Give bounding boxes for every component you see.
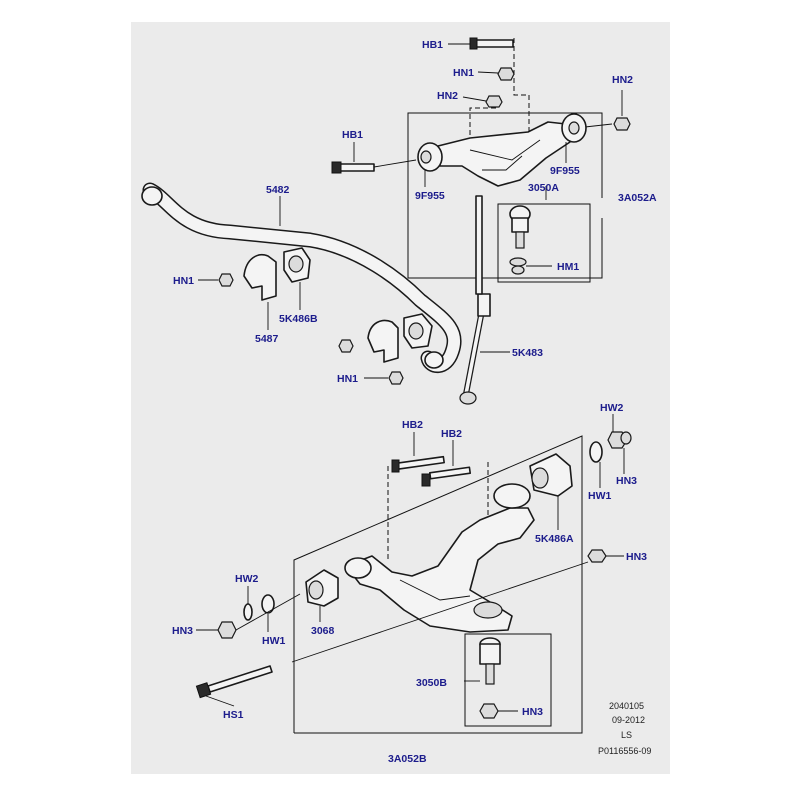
label-5487: 5487 — [255, 333, 279, 345]
stabilizer-clamp-right — [367, 319, 399, 363]
label-3068: 3068 — [311, 625, 335, 637]
upper-bushing-right — [561, 113, 587, 143]
label-hn3-left: HN3 — [172, 625, 193, 637]
hn2-right-nut — [613, 117, 631, 131]
label-9f955-left: 9F955 — [415, 190, 445, 202]
label-hw2-left: HW2 — [235, 573, 258, 585]
hn2-dashed-path — [469, 107, 496, 140]
hn3-left-nut — [217, 621, 237, 639]
hw2-right-washer — [589, 441, 603, 463]
label-hm1: HM1 — [557, 261, 579, 273]
label-hs1: HS1 — [223, 709, 244, 721]
hb1-left-bolt — [331, 161, 375, 174]
label-5k483: 5K483 — [512, 347, 543, 359]
label-3a052a: 3A052A — [618, 192, 657, 204]
lower-control-arm — [344, 483, 535, 633]
label-9f955-right: 9F955 — [550, 165, 580, 177]
label-3a052b: 3A052B — [388, 753, 427, 765]
meta-ref: P0116556-09 — [598, 746, 651, 756]
hb2-bolt-a — [391, 455, 445, 473]
lower-ball-joint — [479, 637, 501, 719]
lower-bushing-right — [529, 453, 573, 497]
hw1-left-washer — [261, 594, 275, 614]
label-hb1-left: HB1 — [342, 129, 363, 141]
hs1-bolt — [195, 665, 273, 699]
label-hn3-right: HN3 — [616, 475, 637, 487]
label-hn1-mid: HN1 — [337, 373, 358, 385]
label-3050b: 3050B — [416, 677, 447, 689]
stabilizer-bushing-left — [283, 247, 311, 283]
label-hn1-left: HN1 — [173, 275, 194, 287]
hn3-mid-nut — [587, 549, 607, 563]
label-hb2-b: HB2 — [441, 428, 462, 440]
stabilizer-link — [459, 195, 491, 405]
stabilizer-bar — [141, 182, 462, 373]
meta-date: 09-2012 — [612, 715, 645, 725]
label-hn2-top: HN2 — [437, 90, 458, 102]
hb2-bolt-b — [421, 466, 472, 487]
lower-bushing-left — [305, 569, 339, 607]
label-hn3-mid: HN3 — [626, 551, 647, 563]
meta-code: 2040105 — [609, 701, 644, 711]
label-hw1-right: HW1 — [588, 490, 611, 502]
hn2-top-nut — [485, 95, 503, 108]
hn1-top-nut — [497, 67, 515, 81]
label-hn2-right: HN2 — [612, 74, 633, 86]
label-5k486b: 5K486B — [279, 313, 318, 325]
upper-control-arm — [437, 121, 571, 187]
lower-arm-assembly-frame — [293, 435, 583, 734]
stabilizer-clamp — [243, 254, 277, 301]
label-hb2-a: HB2 — [402, 419, 423, 431]
label-hb1-top: HB1 — [422, 39, 443, 51]
label-5482: 5482 — [266, 184, 290, 196]
mid-nut — [338, 339, 354, 353]
label-5k486a: 5K486A — [535, 533, 574, 545]
upper-ball-joint-frame — [497, 203, 591, 283]
hb1-top-bolt — [469, 37, 514, 50]
lower-ball-joint-frame — [464, 633, 552, 727]
hw2-left-washer — [243, 603, 253, 621]
label-hn1-top: HN1 — [453, 67, 474, 79]
diagram-background — [131, 22, 670, 774]
label-hw2-right: HW2 — [600, 402, 623, 414]
meta-author: LS — [621, 730, 632, 740]
hb1-dashed-path — [513, 38, 530, 140]
label-hw1-left: HW1 — [262, 635, 285, 647]
hn1-left-nut — [218, 273, 234, 287]
upper-bushing-left — [417, 142, 443, 172]
upper-ball-joint — [509, 205, 531, 275]
label-hn3-bottom: HN3 — [522, 706, 543, 718]
stabilizer-bushing-right — [403, 313, 433, 349]
label-3050a: 3050A — [528, 182, 559, 194]
upper-arm-assembly-frame — [407, 112, 603, 279]
hn3-right-nut — [607, 431, 632, 449]
hn1-mid-nut — [388, 371, 404, 385]
